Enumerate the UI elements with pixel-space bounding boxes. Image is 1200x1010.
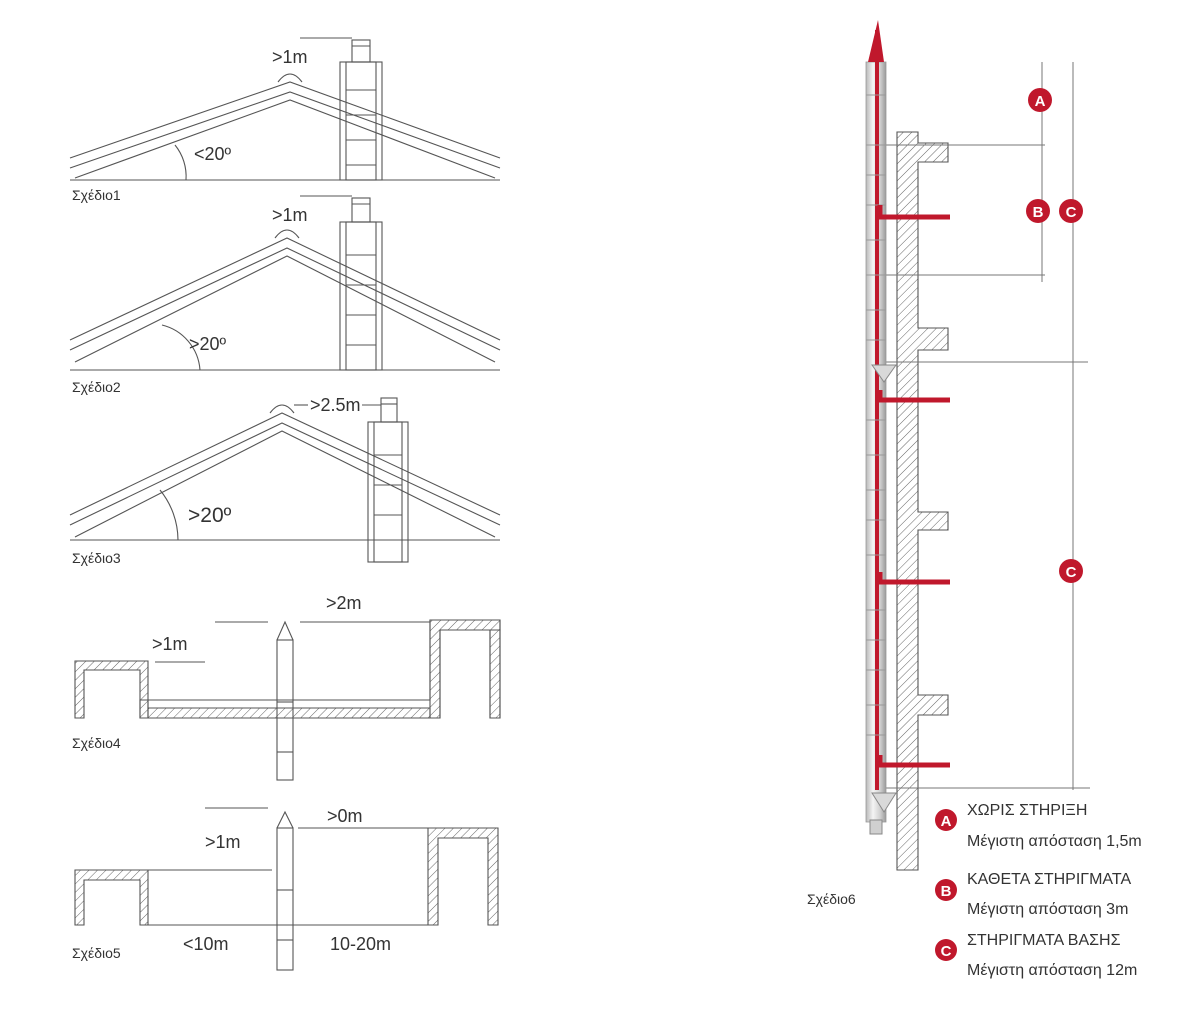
badge-c-upper-dim: C <box>1059 199 1083 223</box>
d3-caption: Σχέδιο3 <box>72 550 121 566</box>
left-building <box>74 869 149 926</box>
badge-a-dim: A <box>1028 88 1052 112</box>
wall-brackets <box>877 205 950 768</box>
chimney <box>339 197 383 371</box>
dimension-lines <box>870 62 1090 790</box>
svg-text:A: A <box>941 813 952 830</box>
d6-caption: Σχέδιο6 <box>807 891 856 907</box>
svg-text:C: C <box>1066 204 1077 221</box>
chimney <box>339 39 383 181</box>
legend-c-title: ΣΤΗΡΙΓΜΑΤΑ ΒΑΣΗΣ <box>967 932 1121 949</box>
legend-b-detail: Μέγιστη απόσταση 3m <box>967 901 1128 918</box>
legend-c-detail: Μέγιστη απόσταση 12m <box>967 962 1137 979</box>
roof <box>69 229 501 363</box>
diagram-2 <box>69 195 501 371</box>
d1-angle-label: <20º <box>194 144 232 164</box>
badge-c-lower-dim: C <box>1059 559 1083 583</box>
d5-right-dist-label: 10-20m <box>330 934 391 954</box>
d5-top-label: >0m <box>327 806 363 826</box>
legend-item-a: A ΧΩΡΙΣ ΣΤΗΡΙΞΗ Μέγιστη απόσταση 1,5m <box>935 802 1142 850</box>
legend-b-title: ΚΑΘΕΤΑ ΣΤΗΡΙΓΜΑΤΑ <box>967 871 1131 888</box>
wall <box>896 131 949 871</box>
d4-left-label: >1m <box>152 634 188 654</box>
legend-item-b: B ΚΑΘΕΤΑ ΣΤΗΡΙΓΜΑΤΑ Μέγιστη απόσταση 3m <box>935 871 1131 918</box>
d5-caption: Σχέδιο5 <box>72 945 121 961</box>
chimney <box>367 397 409 563</box>
d5-height-label: >1m <box>205 832 241 852</box>
legend-item-c: C ΣΤΗΡΙΓΜΑΤΑ ΒΑΣΗΣ Μέγιστη απόσταση 12m <box>935 932 1137 979</box>
chimney <box>276 620 294 781</box>
d2-angle-label: >20º <box>189 334 227 354</box>
d3-angle-label: >20º <box>188 504 232 527</box>
d2-caption: Σχέδιο2 <box>72 379 121 395</box>
d4-caption: Σχέδιο4 <box>72 735 121 751</box>
svg-text:C: C <box>1066 564 1077 581</box>
legend-a-detail: Μέγιστη απόσταση 1,5m <box>967 833 1142 850</box>
diagram-1 <box>69 37 501 181</box>
chimney <box>276 810 294 971</box>
diagram-5 <box>74 807 499 971</box>
diagram-4 <box>74 619 501 781</box>
svg-text:B: B <box>941 883 952 900</box>
d3-height-label: >2.5m <box>310 395 361 415</box>
angle-arc <box>161 324 201 371</box>
roof <box>69 404 501 538</box>
d5-left-dist-label: <10m <box>183 934 229 954</box>
svg-text:A: A <box>1035 93 1046 110</box>
d2-height-label: >1m <box>272 205 308 225</box>
d1-caption: Σχέδιο1 <box>72 187 121 203</box>
diagram-3 <box>69 397 501 563</box>
diagram-6: A B C C <box>865 20 1090 871</box>
legend: A ΧΩΡΙΣ ΣΤΗΡΙΞΗ Μέγιστη απόσταση 1,5m B … <box>935 802 1142 979</box>
angle-arc <box>174 144 187 181</box>
svg-text:B: B <box>1033 204 1044 221</box>
roof <box>69 73 501 179</box>
flue-pipe <box>865 20 897 835</box>
d1-height-label: >1m <box>272 47 308 67</box>
badge-b-dim: B <box>1026 199 1050 223</box>
legend-a-title: ΧΩΡΙΣ ΣΤΗΡΙΞΗ <box>967 802 1087 819</box>
d4-right-label: >2m <box>326 593 362 613</box>
angle-arc <box>159 489 179 541</box>
right-building <box>427 827 499 926</box>
left-building <box>74 619 501 719</box>
svg-text:C: C <box>941 943 952 960</box>
